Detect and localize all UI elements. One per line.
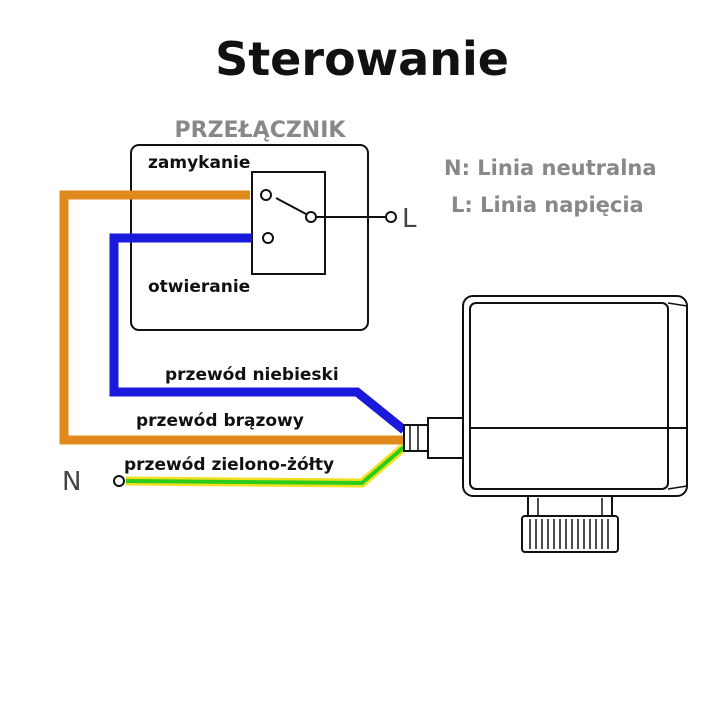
brown-wire-label: przewód brązowy — [136, 411, 304, 431]
actuator-edge — [667, 485, 688, 490]
actuator-knob — [521, 515, 619, 553]
blue-wire — [109, 233, 407, 434]
opening-label: otwieranie — [148, 277, 250, 297]
neutral-terminal-label: N — [62, 467, 81, 497]
legend-live: L: Linia napięcia — [451, 193, 644, 217]
connector-housing — [427, 417, 465, 459]
opening-contact — [262, 232, 274, 244]
page-title: Sterowanie — [215, 32, 509, 86]
green-yellow-wire-inner — [125, 445, 406, 486]
neutral-terminal — [113, 475, 125, 487]
switch-lever — [275, 197, 307, 215]
switch-title: PRZEŁĄCZNIK — [175, 118, 347, 143]
live-terminal-label: L — [402, 204, 417, 234]
actuator-body — [462, 295, 688, 497]
green-yellow-wire-label: przewód zielono-żółty — [124, 455, 334, 475]
closing-contact — [260, 189, 272, 201]
actuator-edge — [667, 302, 688, 307]
closing-label: zamykanie — [148, 153, 250, 173]
live-terminal — [385, 211, 397, 223]
actuator-shaft-collar — [527, 495, 613, 517]
blue-wire-label: przewód niebieski — [165, 365, 339, 385]
common-contact — [305, 211, 317, 223]
connector-plug — [403, 424, 429, 452]
knob-knurling — [529, 519, 609, 549]
actuator-front-panel — [469, 302, 669, 490]
switch-contact-box — [251, 171, 326, 275]
brown-wire — [59, 190, 404, 445]
legend-neutral: N: Linia neutralna — [444, 156, 657, 180]
